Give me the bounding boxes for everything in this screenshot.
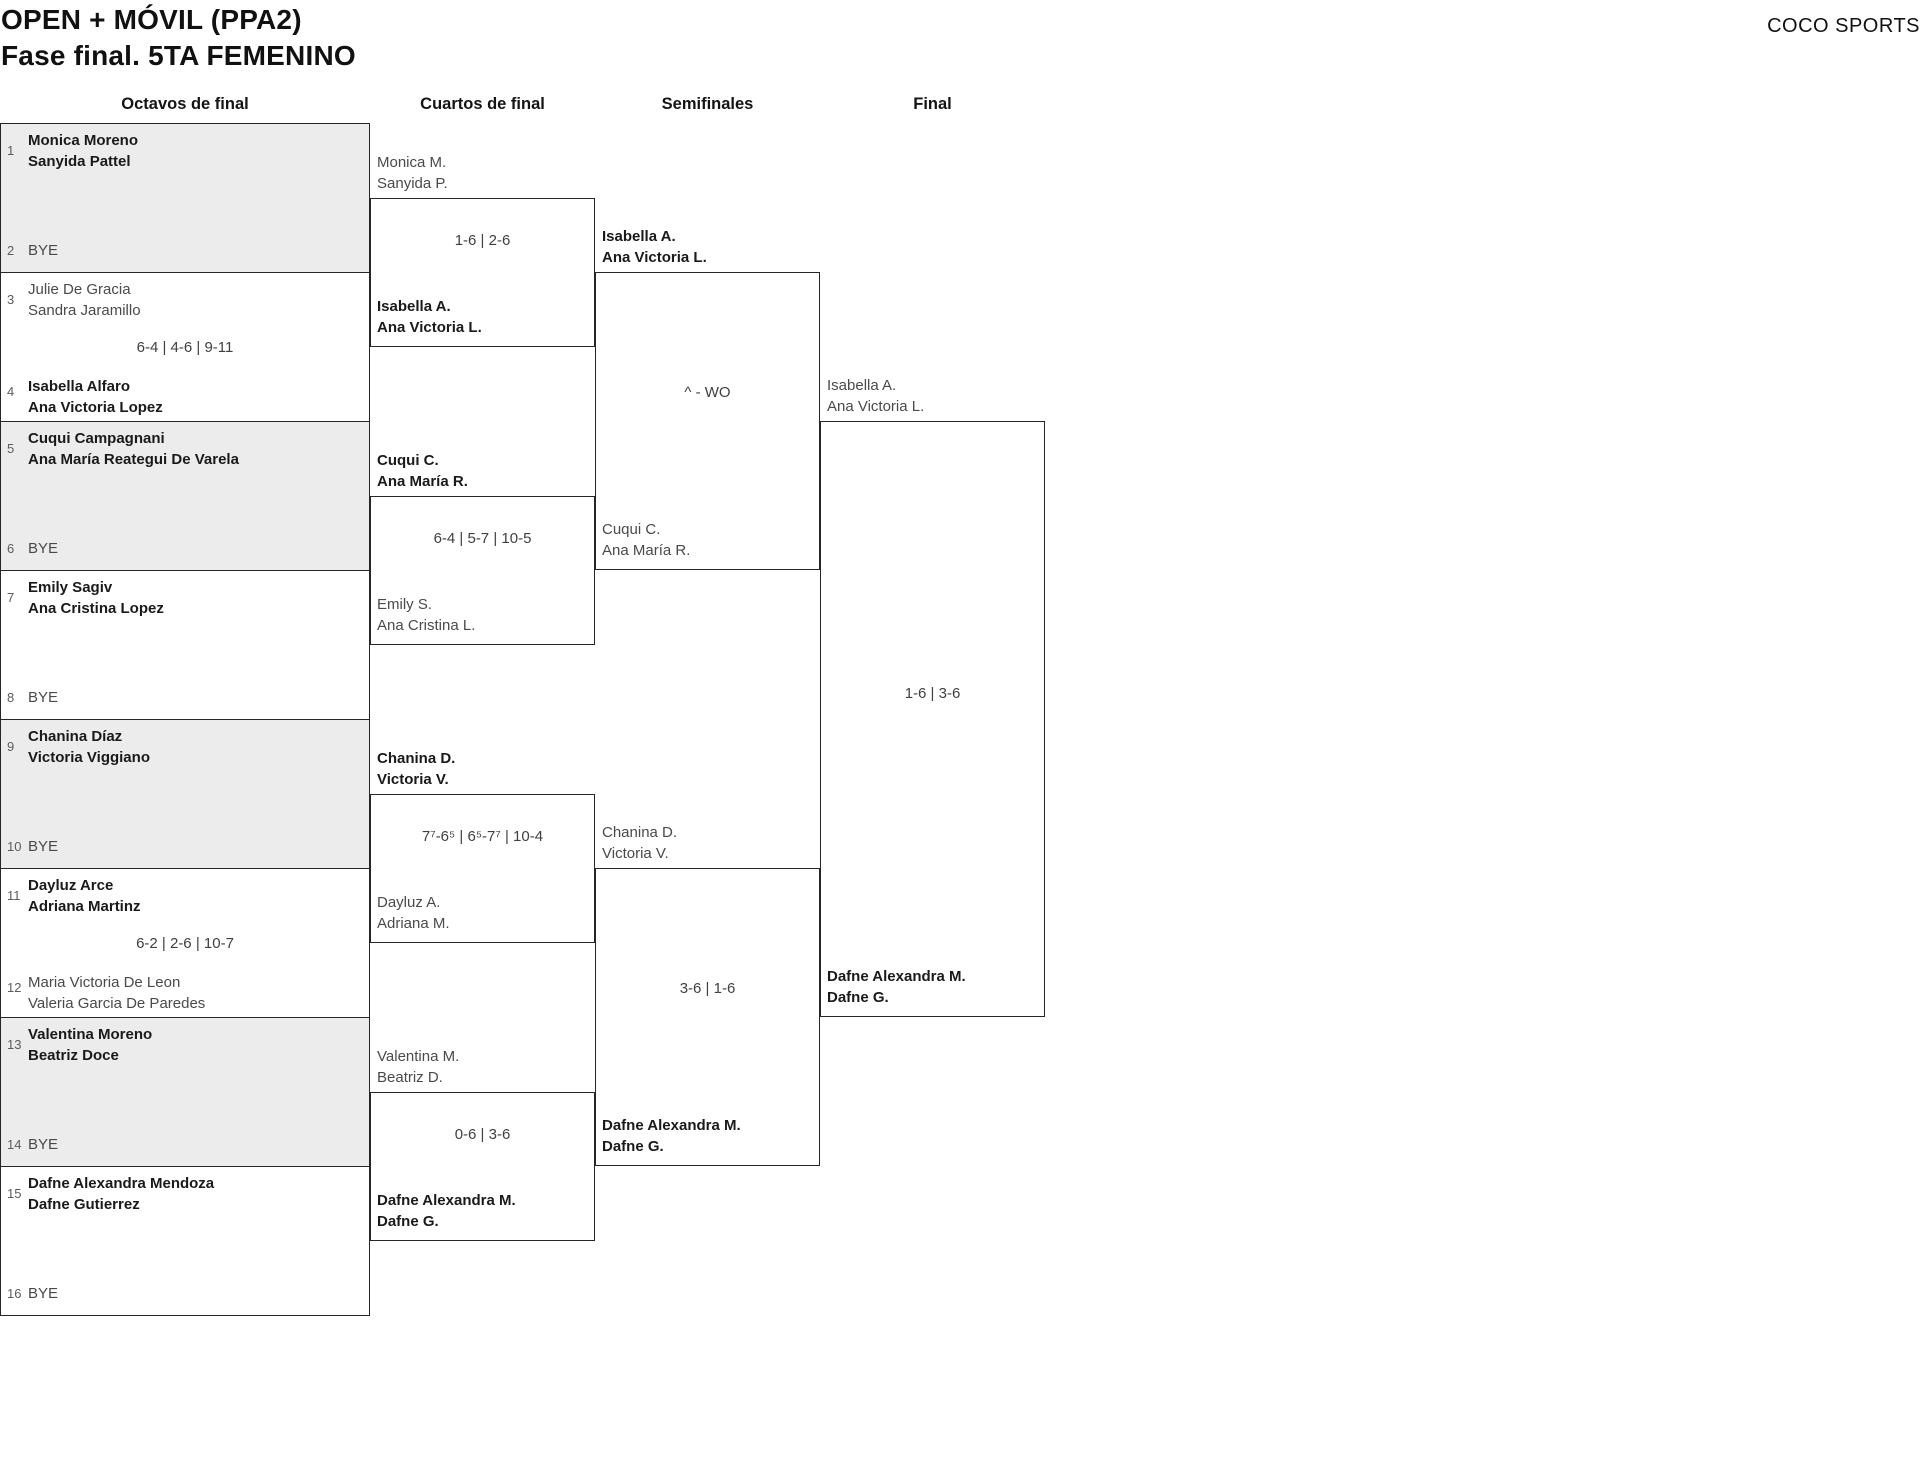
seed-number: 12 xyxy=(7,980,22,995)
match-score: 1-6 | 2-6 xyxy=(454,232,511,249)
round-header-cuartos: Cuartos de final xyxy=(420,95,545,113)
match-score: 7⁷-6⁵ | 6⁵-7⁷ | 10-4 xyxy=(421,828,544,845)
qf-match-2: Cuqui C.Ana María R. 6-4 | 5-7 | 10-5 Em… xyxy=(370,452,595,645)
team-name: Dafne Alexandra M.Dafne G. xyxy=(602,1117,741,1155)
seed-number: 6 xyxy=(7,541,15,556)
final-match: Isabella A.Ana Victoria L. 1-6 | 3-6 Daf… xyxy=(820,377,1045,1017)
match-score: 1-6 | 3-6 xyxy=(904,685,961,702)
seed-number: 7 xyxy=(7,590,15,605)
match-score: 6-2 | 2-6 | 10-7 xyxy=(136,935,234,952)
phase-category: Fase final. 5TA FEMENINO xyxy=(1,40,356,71)
team-name: Cuqui C.Ana María R. xyxy=(377,452,468,490)
team-name: Chanina D.Victoria V. xyxy=(377,750,456,788)
seed-number: 14 xyxy=(7,1137,22,1152)
tournament-name: OPEN + MÓVIL (PPA2) xyxy=(1,4,302,35)
team-name: Chanina D.Victoria V. xyxy=(602,824,678,862)
qf-match-3: Chanina D.Victoria V. 7⁷-6⁵ | 6⁵-7⁷ | 10… xyxy=(370,750,595,943)
bye-label: BYE xyxy=(28,689,59,706)
match-score: 0-6 | 3-6 xyxy=(454,1126,511,1143)
team-name: Monica M.Sanyida P. xyxy=(377,154,448,192)
team-name: Dafne Alexandra M.Dafne G. xyxy=(827,968,966,1006)
round-header-final: Final xyxy=(913,95,952,113)
team-name: Emily S.Ana Cristina L. xyxy=(377,596,476,634)
team-name: Dayluz A.Adriana M. xyxy=(377,894,450,932)
team-name: Valentina M.Beatriz D. xyxy=(377,1048,460,1086)
team-name: Cuqui C.Ana María R. xyxy=(602,521,691,559)
page-title: OPEN + MÓVIL (PPA2) Fase final. 5TA FEME… xyxy=(1,2,356,74)
sf-match-1: Isabella A.Ana Victoria L. ^ - WO Cuqui … xyxy=(595,228,820,570)
qf-match-4: Valentina M.Beatriz D. 0-6 | 3-6 Dafne A… xyxy=(370,1048,595,1241)
bye-label: BYE xyxy=(28,540,59,557)
seed-number: 15 xyxy=(7,1186,22,1201)
seed-number: 16 xyxy=(7,1286,22,1301)
round-header-octavos: Octavos de final xyxy=(121,95,249,113)
seed-number: 9 xyxy=(7,739,15,754)
seed-number: 2 xyxy=(7,243,15,258)
seed-number: 8 xyxy=(7,690,15,705)
bye-label: BYE xyxy=(28,838,59,855)
seed-number: 5 xyxy=(7,441,15,456)
bye-label: BYE xyxy=(28,1136,59,1153)
seed-number: 10 xyxy=(7,839,22,854)
team-name: Isabella A.Ana Victoria L. xyxy=(602,228,707,266)
seed-number: 1 xyxy=(7,143,15,158)
seed-number: 3 xyxy=(7,292,15,307)
match-score: ^ - WO xyxy=(684,384,731,401)
seed-number: 13 xyxy=(7,1037,22,1052)
qf-match-1: Monica M.Sanyida P. 1-6 | 2-6 Isabella A… xyxy=(370,154,595,347)
bye-label: BYE xyxy=(28,242,59,259)
bye-label: BYE xyxy=(28,1285,59,1302)
seed-number: 4 xyxy=(7,384,15,399)
team-name: Isabella A.Ana Victoria L. xyxy=(377,298,482,336)
sf-match-2: Chanina D.Victoria V. 3-6 | 1-6 Dafne Al… xyxy=(595,824,820,1166)
round-header-semifinales: Semifinales xyxy=(661,95,754,113)
match-score: 6-4 | 5-7 | 10-5 xyxy=(433,530,532,547)
match-score: 6-4 | 4-6 | 9-11 xyxy=(136,339,234,356)
team-name: Isabella A.Ana Victoria L. xyxy=(827,377,925,415)
match-score: 3-6 | 1-6 xyxy=(679,980,736,997)
brand-logo: COCO SPORTS xyxy=(1767,15,1920,37)
seed-number: 11 xyxy=(7,888,21,903)
team-name: Dafne Alexandra M.Dafne G. xyxy=(377,1192,516,1230)
